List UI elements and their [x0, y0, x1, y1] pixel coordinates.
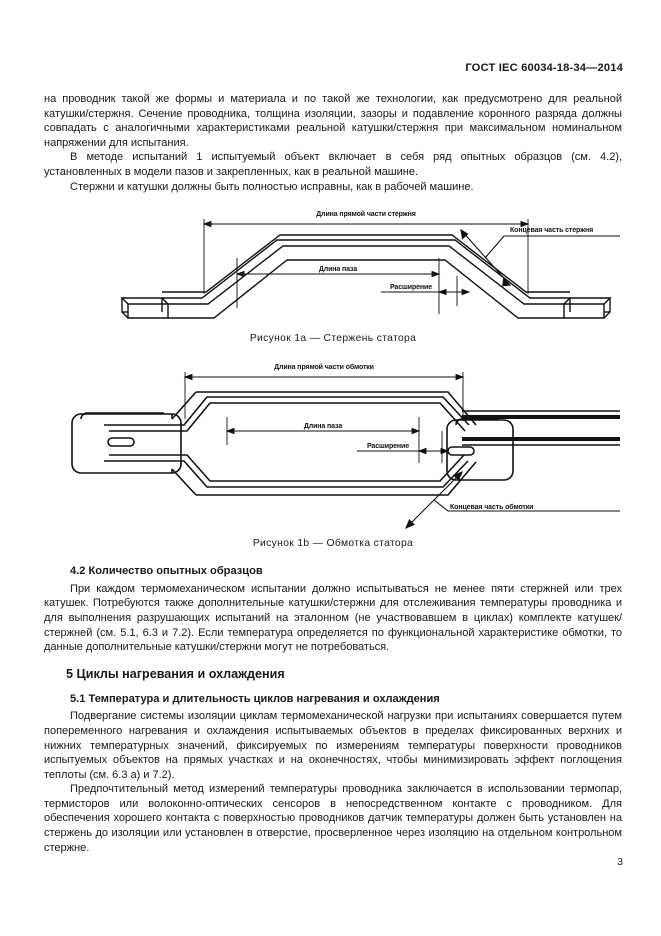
- dimension-expansion: [381, 276, 471, 307]
- figure-1a: Длина прямой части стержня Длина паза: [44, 206, 622, 344]
- paragraph-4-2-1: При каждом термомеханическом испытании д…: [44, 582, 622, 654]
- figure-1b: Длина прямой части обмотки Длина паза: [44, 359, 622, 549]
- figure-1a-caption: Рисунок 1a — Стержень статора: [249, 333, 417, 345]
- figure-1a-label-end-part: Концевая часть стержня: [510, 227, 593, 234]
- dimension-straight-length: [202, 219, 530, 295]
- heading-4-2: 4.2 Количество опытных образцов: [70, 565, 263, 578]
- document-content: на проводник такой же формы и материала …: [44, 92, 622, 855]
- dimension-slot-length: [235, 258, 441, 315]
- figure-1b-drawing: Длина прямой части обмотки Длина паза: [71, 363, 620, 530]
- figure-1a-drawing: Длина прямой части стержня Длина паза: [120, 210, 620, 319]
- page-number: 3: [617, 856, 623, 868]
- figure-1a-label-straight-length: Длина прямой части стержня: [316, 210, 416, 218]
- figure-1b-label-expansion: Расширение: [367, 443, 409, 450]
- leader-end-part: [460, 229, 620, 287]
- heading-5-1: 5.1 Температура и длительность циклов на…: [70, 692, 440, 705]
- heading-5: 5 Циклы нагревания и охлаждения: [66, 666, 285, 681]
- dimension-straight-length: [183, 372, 465, 420]
- figure-1b-label-end-part: Концевая часть обмотки: [450, 503, 533, 511]
- figure-1b-label-slot-length: Длина паза: [304, 423, 342, 430]
- paragraph-5-1-2: Предпочтительный метод измерений темпера…: [44, 783, 622, 854]
- figure-1b-caption: Рисунок 1b — Обмотка статора: [252, 538, 414, 550]
- figure-1b-label-straight-length: Длина прямой части обмотки: [274, 363, 374, 371]
- paragraph-continuation: на проводник такой же формы и материала …: [44, 93, 622, 149]
- leader-end-part: [404, 471, 620, 530]
- paragraph-5-1-1: Подвергание системы изоляции циклам терм…: [44, 710, 622, 781]
- document-header-standard-number: ГОСТ IEC 60034-18-34—2014: [465, 62, 623, 74]
- paragraph-test-method-1: В методе испытаний 1 испытуемый объект в…: [44, 151, 622, 178]
- figure-1a-label-slot-length: Длина паза: [319, 266, 357, 273]
- figure-1a-label-expansion: Расширение: [390, 284, 432, 291]
- dimension-slot-length: [225, 417, 421, 464]
- coil-leads: [462, 415, 620, 442]
- dimension-expansion: [357, 431, 450, 464]
- paragraph-bars-and-coils: Стержни и катушки должны быть полностью …: [70, 180, 474, 193]
